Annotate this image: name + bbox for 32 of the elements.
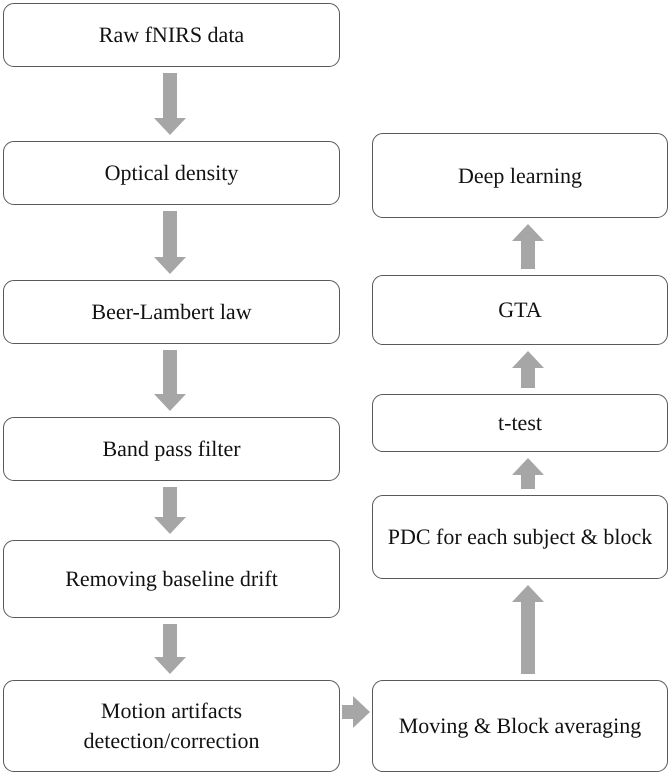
block-arrow: [512, 585, 544, 674]
box-label: Band pass filter: [102, 435, 241, 463]
box-label: PDC for each subject & block: [388, 523, 652, 551]
box-label: Motion artifacts detection/correction: [82, 697, 260, 755]
block-arrow: [154, 73, 186, 135]
block-arrow: [342, 696, 370, 728]
box-label: Raw fNIRS data: [98, 21, 244, 49]
process-box: [3, 680, 340, 772]
block-arrow: [154, 624, 186, 674]
block-arrow: [154, 350, 186, 411]
box-label: Moving & Block averaging: [398, 712, 642, 740]
process-box: [3, 540, 340, 618]
process-box: [372, 133, 668, 218]
process-box: [372, 495, 668, 579]
box-label: Removing baseline drift: [65, 565, 278, 593]
box-label: Optical density: [104, 159, 238, 187]
block-arrow: [154, 487, 186, 534]
process-box: [3, 417, 340, 481]
process-box: [372, 394, 668, 452]
box-label: t-test: [498, 409, 542, 437]
process-box: [3, 3, 340, 67]
process-box: [3, 141, 340, 205]
block-arrow: [512, 458, 544, 489]
process-box: [3, 280, 340, 344]
box-label: GTA: [498, 296, 542, 324]
box-label: Beer-Lambert law: [91, 298, 252, 326]
process-box: [372, 680, 668, 772]
block-arrow: [512, 224, 544, 269]
block-arrow: [512, 351, 544, 388]
process-box: [372, 275, 668, 345]
box-label: Deep learning: [458, 162, 582, 190]
block-arrow: [154, 211, 186, 274]
